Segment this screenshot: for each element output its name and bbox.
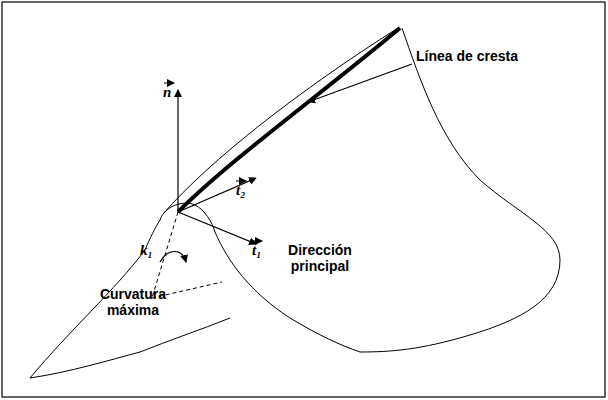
curvature-symbol: k₁ [140, 242, 153, 259]
principal-direction-label: Dirección principal [272, 242, 368, 274]
tangent-vector-label: t₂ [236, 182, 245, 199]
normal-vector-label: n [163, 84, 171, 101]
ridge-line-label: Línea de cresta [416, 48, 518, 64]
max-curvature-label: Curvatura máxima [92, 286, 174, 318]
tangent-vector-label: t₁ [252, 242, 261, 259]
